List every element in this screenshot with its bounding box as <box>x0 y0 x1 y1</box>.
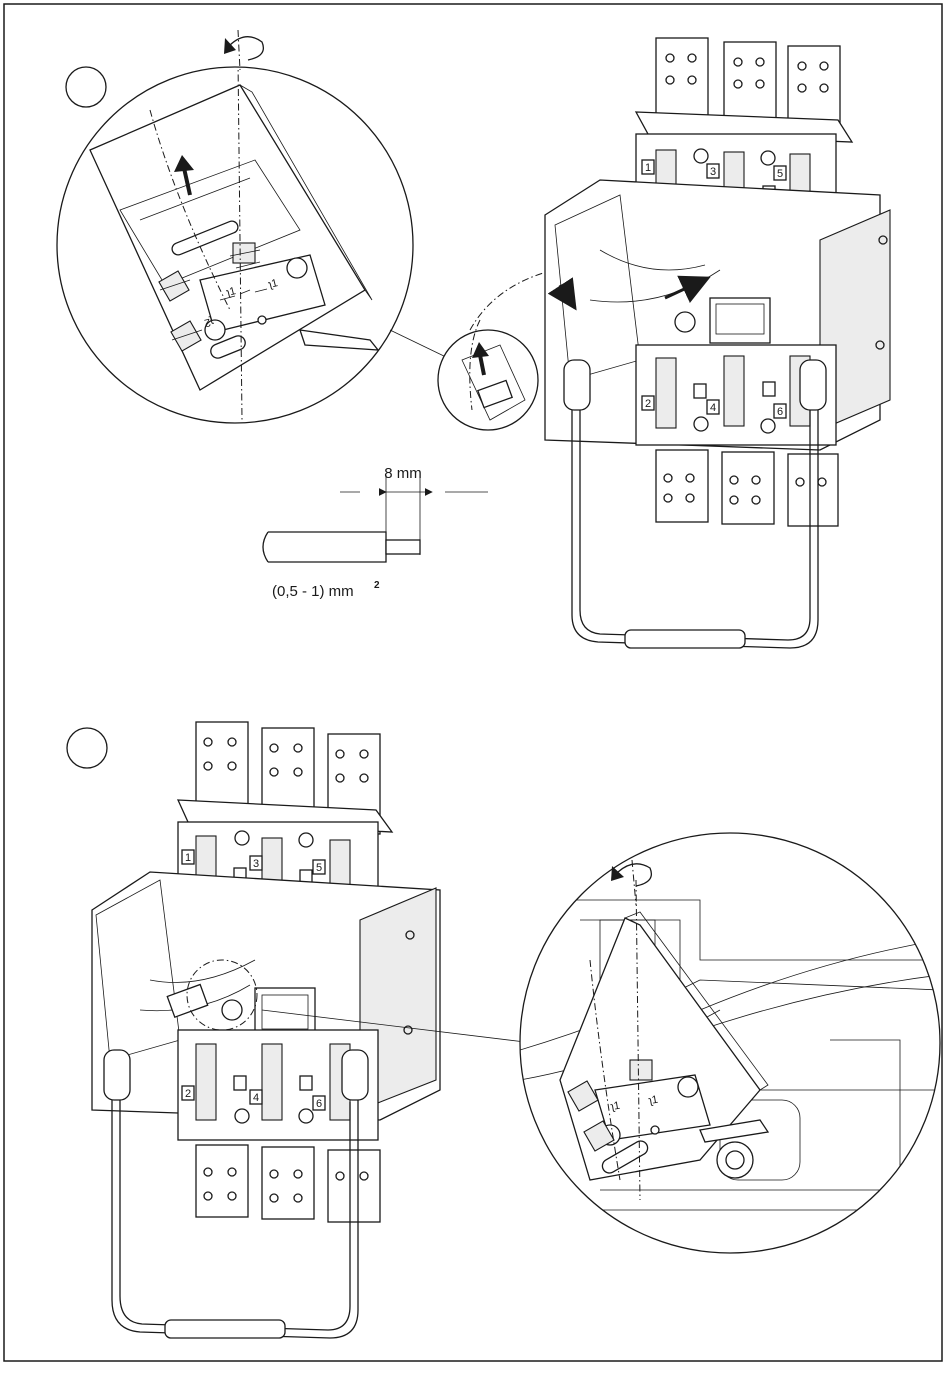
step-1-marker <box>66 67 106 107</box>
cross-section-exponent: 2 <box>374 580 380 591</box>
svg-text:5: 5 <box>316 862 322 874</box>
svg-text:3: 3 <box>253 858 259 870</box>
svg-text:2: 2 <box>645 398 651 410</box>
svg-text:4: 4 <box>710 402 716 414</box>
breaker-assembly-1: 1 3 5 2 4 6 <box>545 38 890 648</box>
svg-text:5: 5 <box>777 168 783 180</box>
svg-text:2: 2 <box>185 1088 191 1100</box>
detail-circle-2: ʅ1 ʅ1 <box>520 833 940 1253</box>
busbars-bottom <box>656 450 838 526</box>
rotate-arrow-icon <box>224 30 263 70</box>
svg-text:1: 1 <box>185 852 191 864</box>
detail-circle-small <box>438 320 538 430</box>
breaker-assembly-2: 1 3 5 2 4 6 <box>92 722 440 1338</box>
svg-text:6: 6 <box>316 1098 322 1110</box>
detail-circle-1: ʅ1 ʅ1 ʅ2 <box>57 60 413 423</box>
cross-section-label: (0,5 - 1) mm <box>272 583 354 600</box>
wire-strip-dimension: 8 mm (0,5 - 1) mm 2 <box>263 465 488 600</box>
step-1: ʅ1 ʅ1 ʅ2 <box>57 30 890 648</box>
strip-length-label: 8 mm <box>384 465 422 482</box>
step-2-marker <box>67 728 107 768</box>
svg-text:6: 6 <box>777 406 783 418</box>
svg-text:3: 3 <box>710 166 716 178</box>
busbars-bottom-2 <box>196 1145 380 1222</box>
step-2: 1 3 5 2 4 6 <box>67 722 940 1338</box>
svg-text:1: 1 <box>645 162 651 174</box>
svg-text:4: 4 <box>253 1092 259 1104</box>
